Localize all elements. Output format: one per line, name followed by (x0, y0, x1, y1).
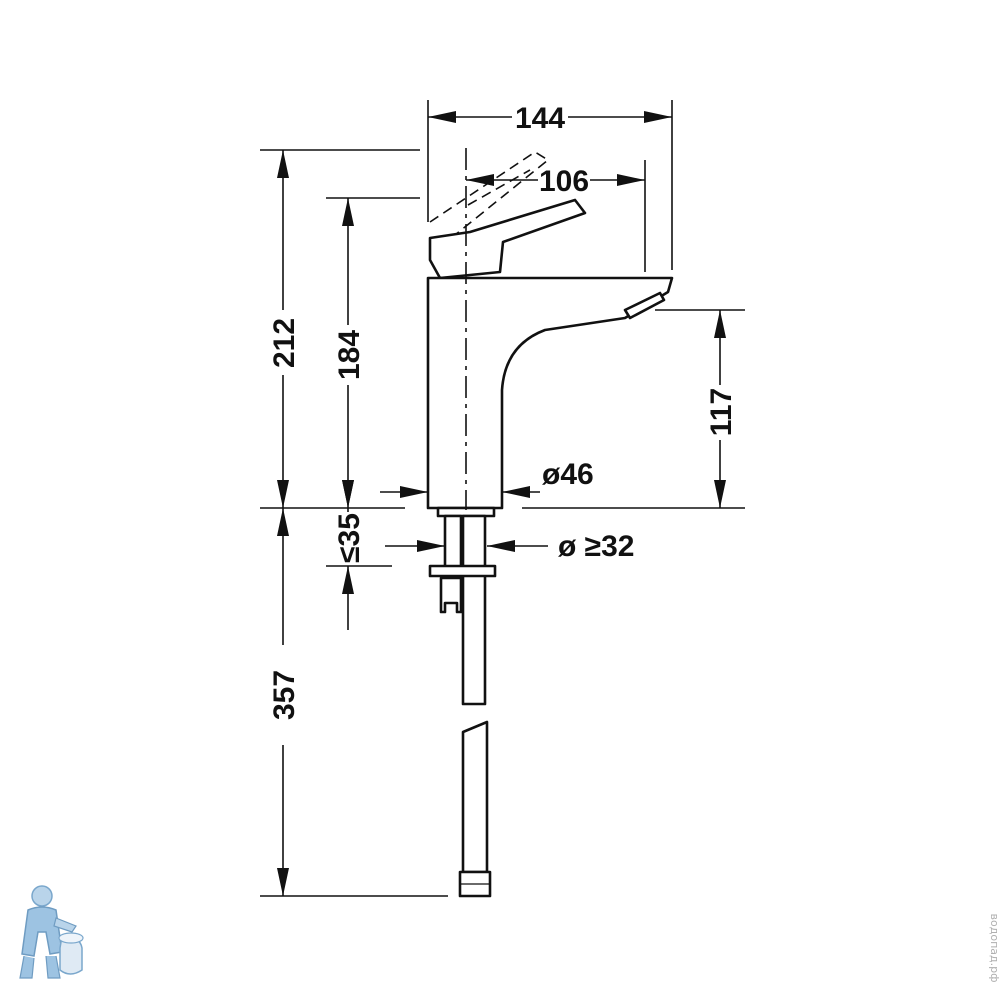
extension-lines (260, 100, 745, 897)
dimension-lines (277, 111, 726, 896)
faucet-column-spout (426, 276, 674, 510)
lever-alternate-position (429, 151, 550, 236)
threaded-stud (443, 514, 463, 572)
site-watermark: водопад.рф (988, 914, 1000, 983)
aerator (623, 291, 666, 320)
dim-hose-length: 357 (268, 670, 301, 720)
dim-overall-height: 212 (268, 318, 301, 368)
mounting-plate (428, 564, 497, 578)
braided-hose-lower (461, 720, 489, 874)
mounting-nut (439, 576, 463, 614)
dim-spout-outlet-height: 117 (705, 388, 738, 436)
dim-body-diameter: ø46 (542, 458, 594, 491)
dim-spout-body-height: 184 (333, 330, 366, 380)
faucet-body (426, 148, 674, 898)
lever-handle (428, 198, 587, 280)
plumber-logo (19, 885, 84, 979)
dim-hole-diameter: ø ≥32 (558, 530, 635, 563)
dim-overall-width: 144 (515, 102, 565, 135)
dim-spout-reach: 106 (539, 165, 589, 198)
dim-max-deck-thickness: ≤35 (333, 513, 366, 563)
braided-hose-upper (461, 514, 487, 706)
